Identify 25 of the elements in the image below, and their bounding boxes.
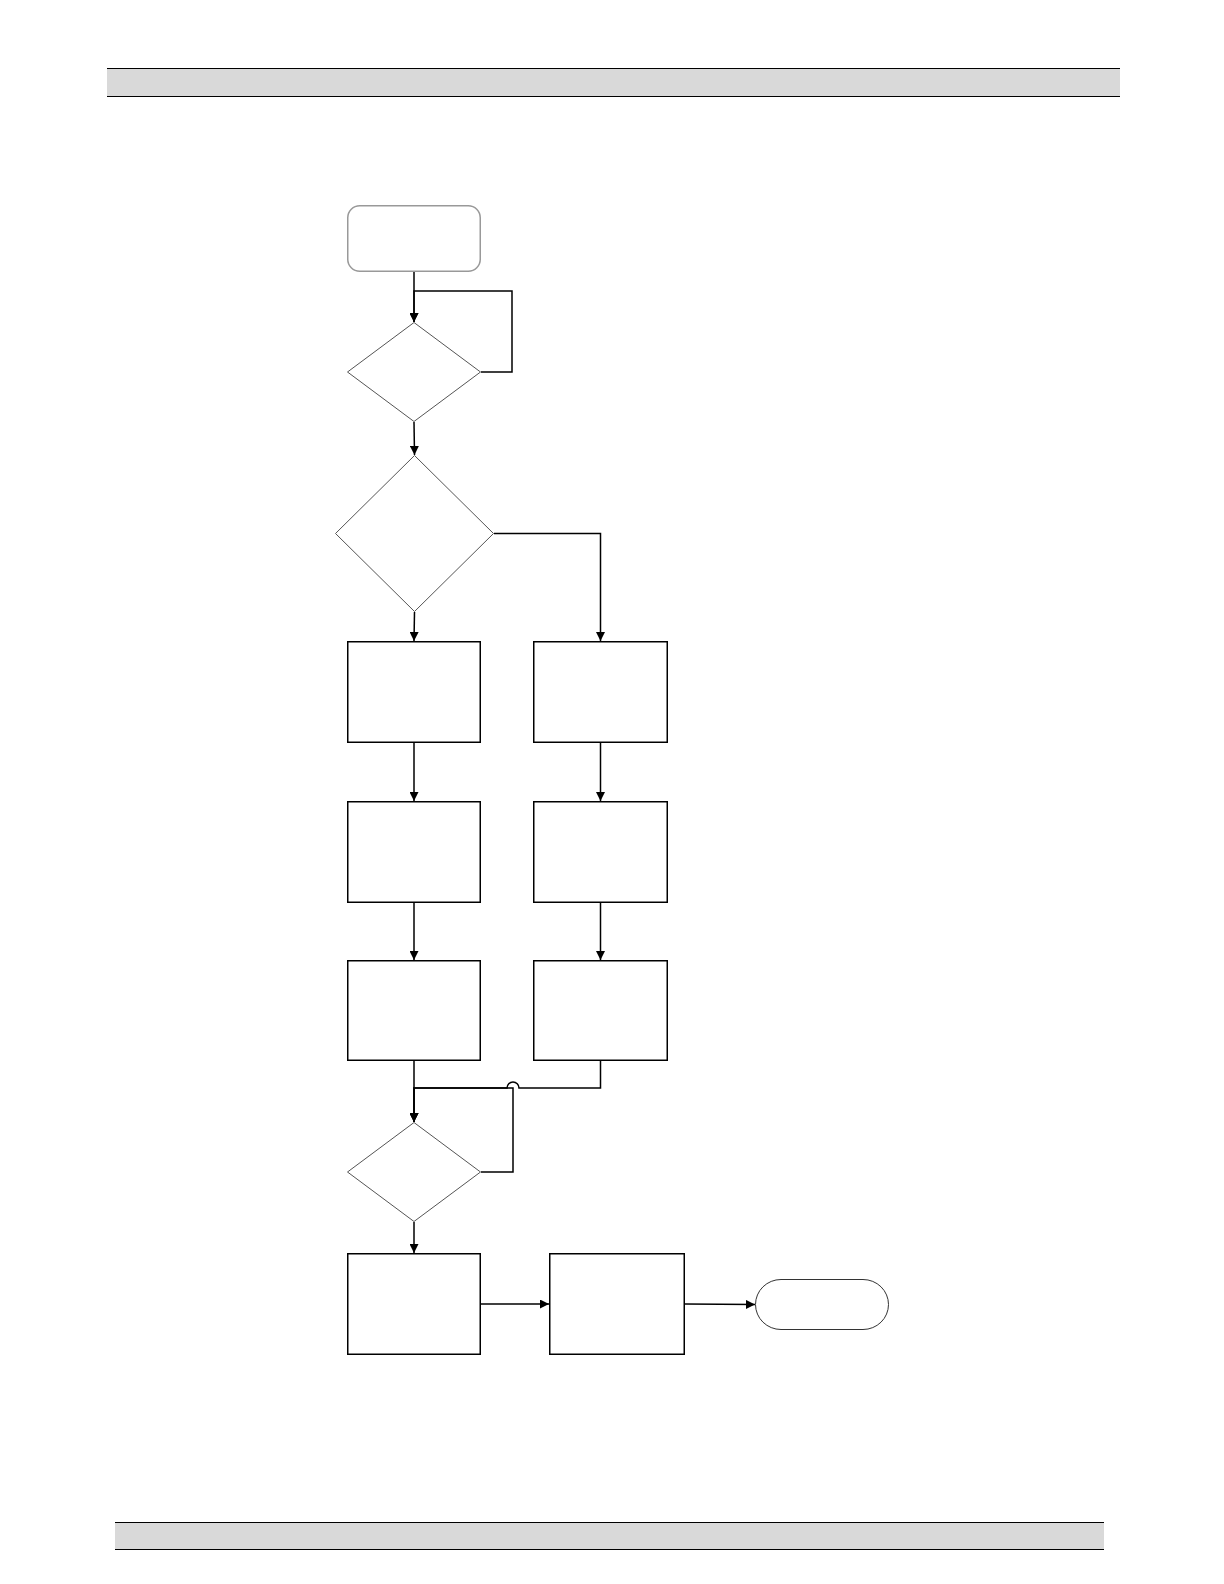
- arrow: [684, 1299, 756, 1309]
- process-box: [533, 801, 668, 903]
- arrow: [409, 1221, 419, 1254]
- arrow: [409, 290, 513, 373]
- arrow: [480, 1299, 550, 1309]
- process-box: [549, 1253, 685, 1355]
- arrow: [596, 742, 605, 802]
- arrow: [409, 611, 419, 642]
- arrow: [409, 902, 419, 961]
- arrow: [493, 532, 605, 642]
- arrow: [409, 421, 419, 456]
- process-box: [347, 641, 481, 743]
- process-box: [533, 960, 668, 1061]
- decision-diamond: [347, 322, 481, 422]
- decision-diamond: [335, 455, 494, 612]
- process-box: [347, 801, 481, 903]
- process-box: [533, 641, 668, 743]
- process-box: [347, 1253, 481, 1355]
- process-box: [347, 960, 481, 1061]
- arrow: [409, 1087, 514, 1173]
- decision-diamond: [347, 1122, 481, 1222]
- arrow: [409, 742, 419, 802]
- start-box: [347, 205, 481, 272]
- arrow: [596, 902, 605, 961]
- terminator-shape: [755, 1279, 889, 1330]
